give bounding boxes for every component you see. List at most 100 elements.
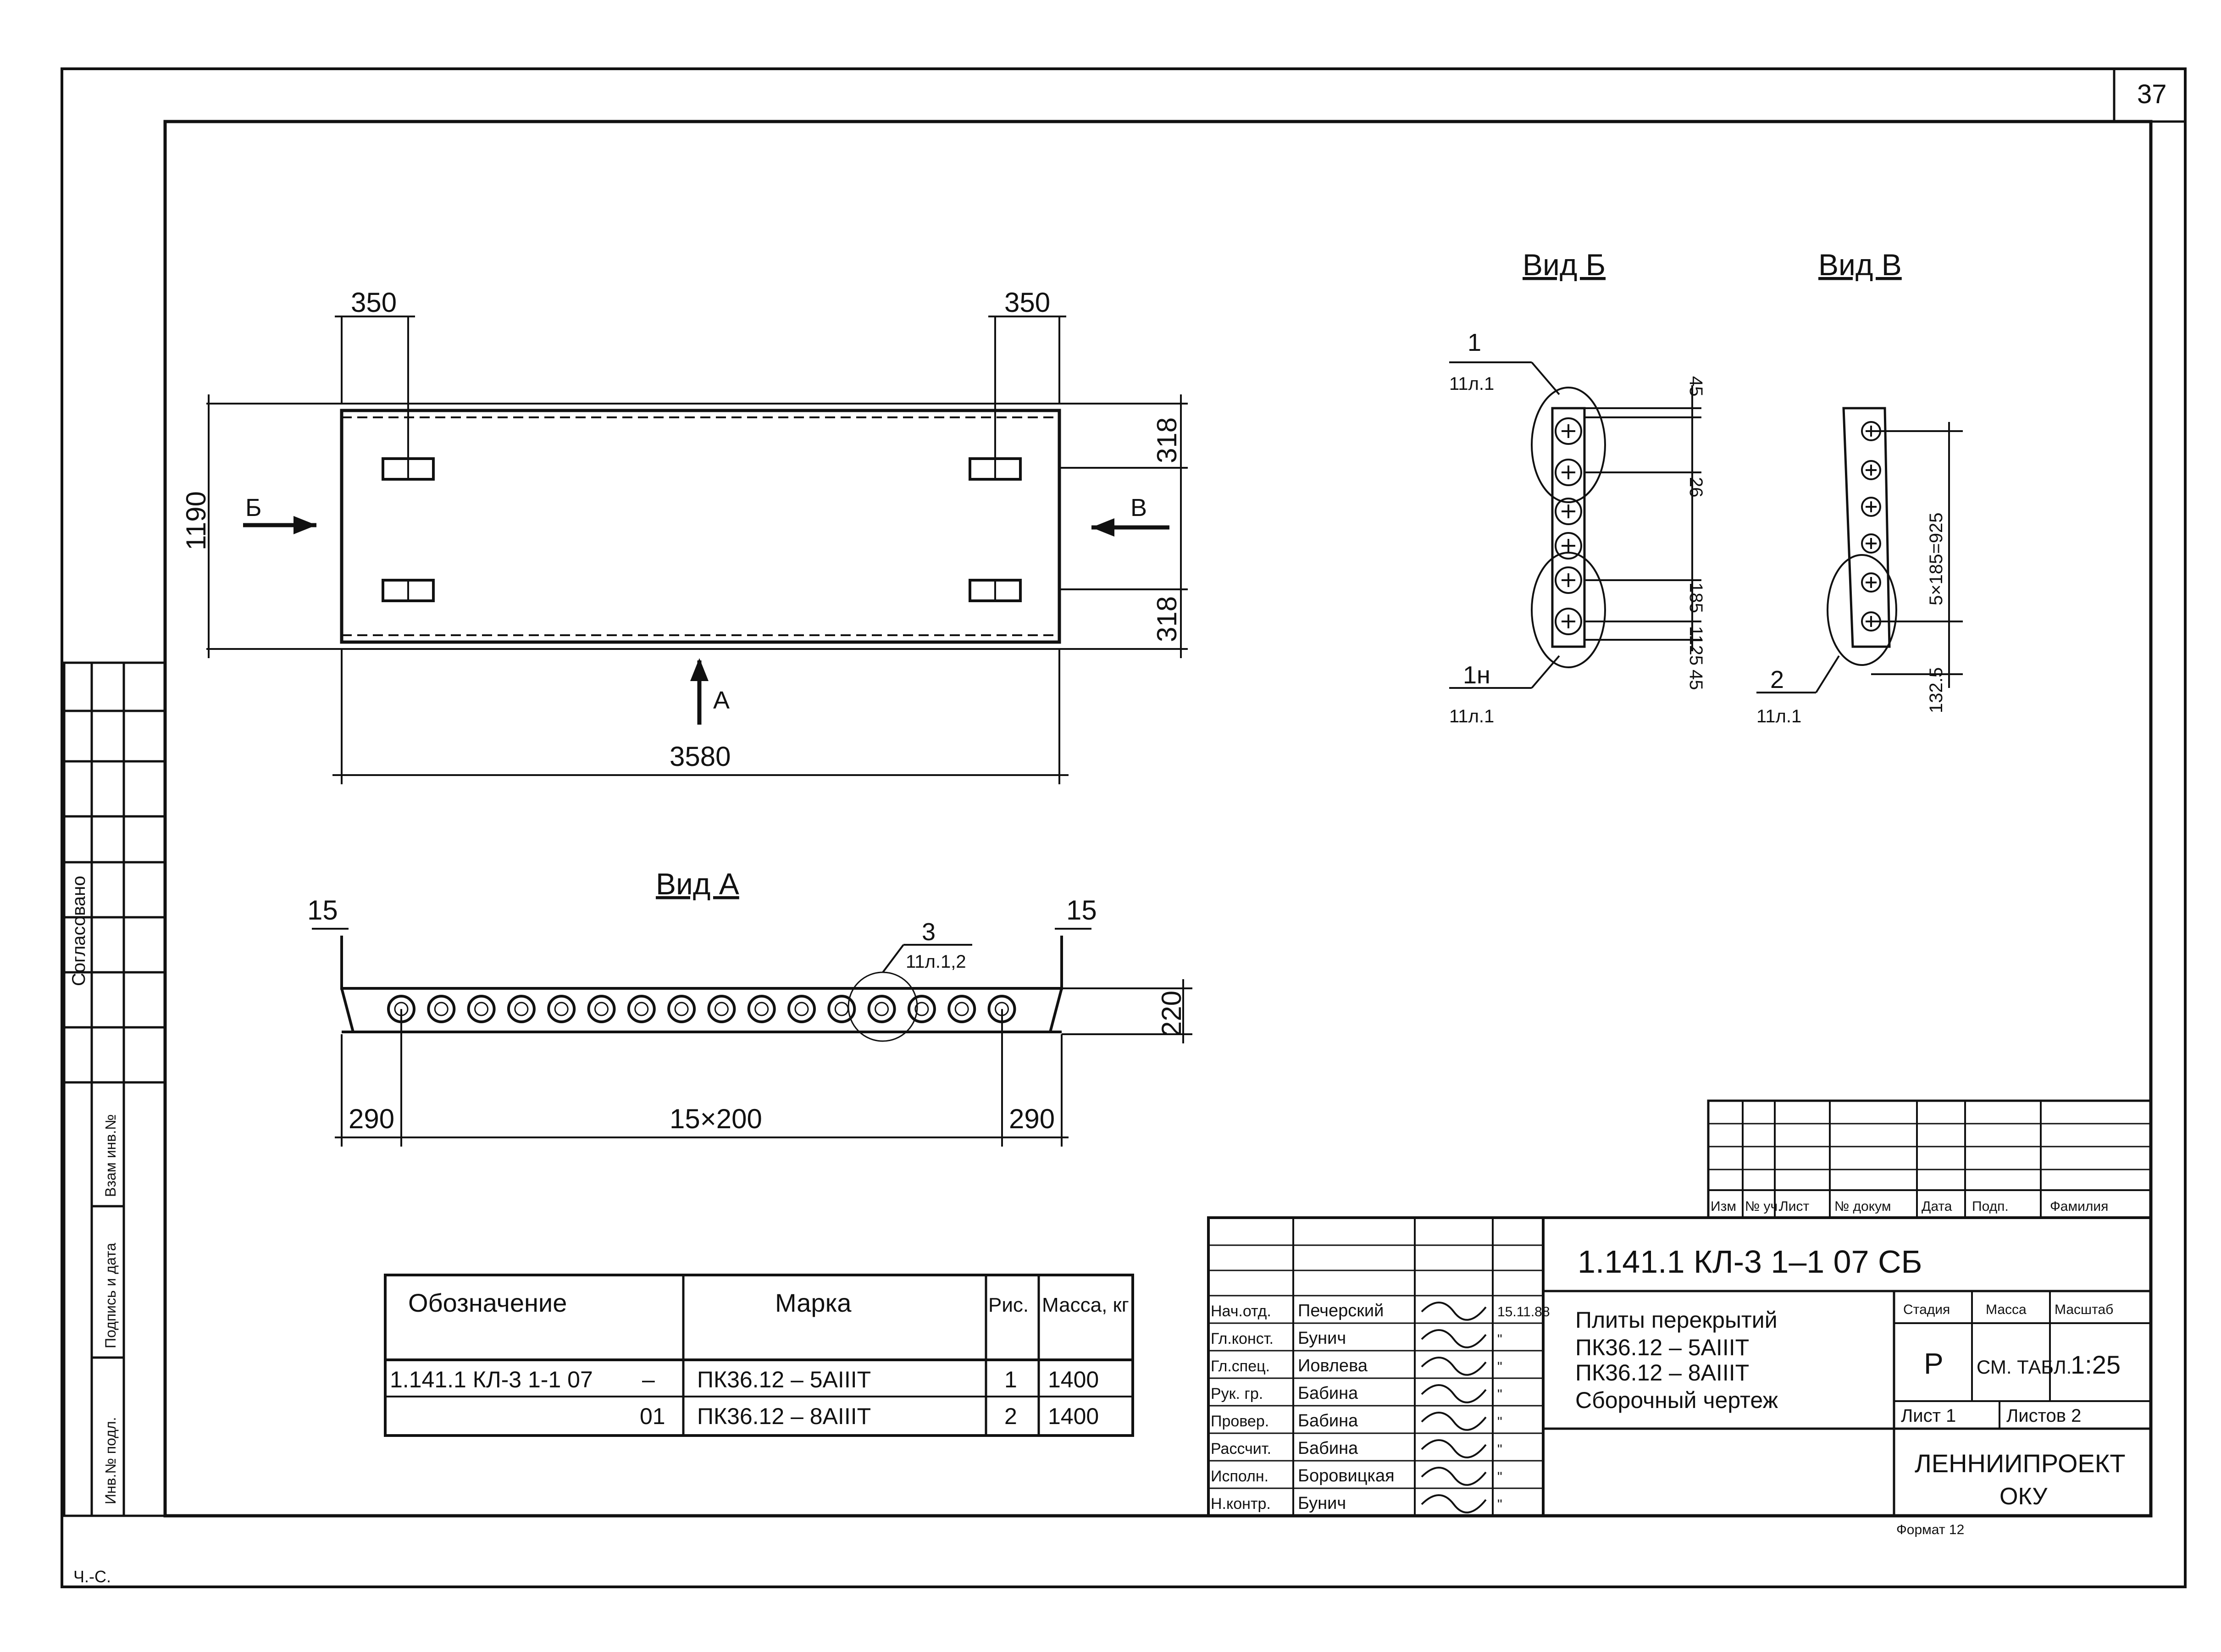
scale-value: 1:25 [2071,1350,2121,1379]
view-a-dim-left-end: 15 [307,895,338,926]
title-line-3: ПК36.12 – 8АIIIТ [1575,1360,1749,1386]
dim-right-top: 318 [1152,417,1182,463]
void-inner [954,1002,969,1016]
void-row [387,995,1016,1023]
signer-name: Боровицкая [1298,1466,1395,1486]
signer-date: " [1497,1469,1502,1485]
dim-height: 1190 [181,491,211,550]
signature-mark [1421,1467,1487,1486]
signer-name: Бабина [1298,1439,1358,1458]
dim-right-bottom: 318 [1152,596,1182,642]
view-a-dim-height: 220 [1156,991,1187,1037]
spec-header-fig: Рис. [988,1294,1029,1316]
dim-top-right: 350 [1004,287,1050,318]
title-code: 1.141.1 КЛ-3 1–1 07 СБ [1578,1244,1922,1280]
signer-role: Н.контр. [1211,1495,1271,1513]
void-inner [875,1002,889,1016]
void-circle [627,995,656,1023]
rev-header: № уч. [1745,1199,1781,1214]
signer-name: Печерский [1298,1301,1384,1320]
void-inner [714,1002,729,1016]
view-a-dim-left: 290 [349,1103,394,1134]
void-inner [514,1002,529,1016]
view-a-section [312,928,1192,1147]
strand-hole [1861,572,1881,593]
label-arrow-a: А [713,687,730,714]
label-arrow-b: Б [245,494,261,521]
rev-header: Лист [1779,1199,1809,1214]
signature-mark [1421,1412,1487,1431]
spec-header-designation: Обозначение [408,1288,567,1317]
signer-name: Бунич [1298,1494,1346,1513]
view-b-callout-bottom-num: 1н [1463,661,1490,689]
scale-header: Масштаб [2055,1302,2113,1317]
slab-outline [340,409,1061,644]
view-b-dim-5: 45 [1686,670,1706,690]
signer-date: " [1497,1359,1502,1375]
signature-mark [1421,1494,1487,1513]
view-b-title: Вид Б [1523,248,1606,282]
signature-mark [1421,1329,1487,1348]
spec-table [384,1274,1134,1437]
callout-ellipse [1827,554,1897,666]
view-b-dim-1: 45 [1686,376,1706,397]
view-b-callout-top-num: 1 [1468,329,1481,356]
void-circle [427,995,456,1023]
sheet-number: 37 [2137,79,2167,109]
strand-hole [1555,608,1582,635]
view-a-callout-num: 3 [922,918,936,946]
void-inner [554,1002,569,1016]
strand-hole [1861,460,1881,480]
rev-header: № докум [1834,1199,1891,1214]
signer-date: " [1497,1414,1502,1430]
signer-role: Рассчит. [1211,1440,1271,1458]
signer-role: Нач.отд. [1211,1303,1271,1320]
void-inner [474,1002,489,1016]
void-inner [834,1002,849,1016]
view-a-callout-sheet: 11л.1,2 [906,952,966,972]
dim-top-left: 350 [351,287,397,318]
void-circle [507,995,536,1023]
void-circle [747,995,776,1023]
void-circle [867,995,896,1023]
strand-hole [1555,459,1582,486]
view-b-dim-3: 185 [1686,582,1706,613]
signature-mark [1421,1384,1487,1403]
dept-name: ОКУ [1999,1483,2048,1510]
view-v-callout-num: 2 [1770,666,1784,693]
signer-role: Провер. [1211,1413,1269,1430]
spec-row-1-fig: 1 [1004,1367,1017,1392]
spec-header-mark: Марка [775,1288,852,1317]
rev-header: Подп. [1972,1199,2009,1214]
strand-hole [1861,497,1881,517]
dim-length: 3580 [670,741,731,772]
view-v-callout-sheet: 11л.1 [1756,706,1801,726]
view-b-end [1449,361,1701,689]
spec-row-2-fig: 2 [1004,1403,1017,1429]
sheets-label: Листов 2 [2006,1406,2081,1426]
signer-date: " [1497,1332,1502,1347]
side-stamp-sign-date: Подпись и дата [102,1243,119,1348]
strand-hole [1555,566,1582,594]
rev-header: Фамилия [2050,1199,2108,1214]
mass-value: СМ. ТАБЛ. [1977,1356,2071,1378]
void-inner [914,1002,929,1016]
void-inner [594,1002,609,1016]
signature-mark [1421,1439,1487,1458]
spec-row-1-dash: – [642,1367,655,1392]
rev-header: Изм [1711,1199,1736,1214]
callout-ellipse [1531,387,1606,503]
signer-name: Бабина [1298,1411,1358,1430]
void-inner [634,1002,649,1016]
void-circle [547,995,576,1023]
signer-date: " [1497,1387,1502,1402]
void-circle [667,995,696,1023]
spec-row-2-mass: 1400 [1048,1403,1099,1429]
spec-header-mass: Масса, кг [1042,1294,1129,1316]
title-line-2: ПК36.12 – 5АIIIТ [1575,1335,1749,1360]
spec-row-1-designation: 1.141.1 КЛ-3 1-1 07 [390,1367,593,1392]
side-stamp-agreed: Согласовано [69,876,89,986]
void-circle [947,995,976,1023]
spec-row-2-designation: 01 [640,1403,665,1429]
title-line-1: Плиты перекрытий [1575,1307,1778,1333]
